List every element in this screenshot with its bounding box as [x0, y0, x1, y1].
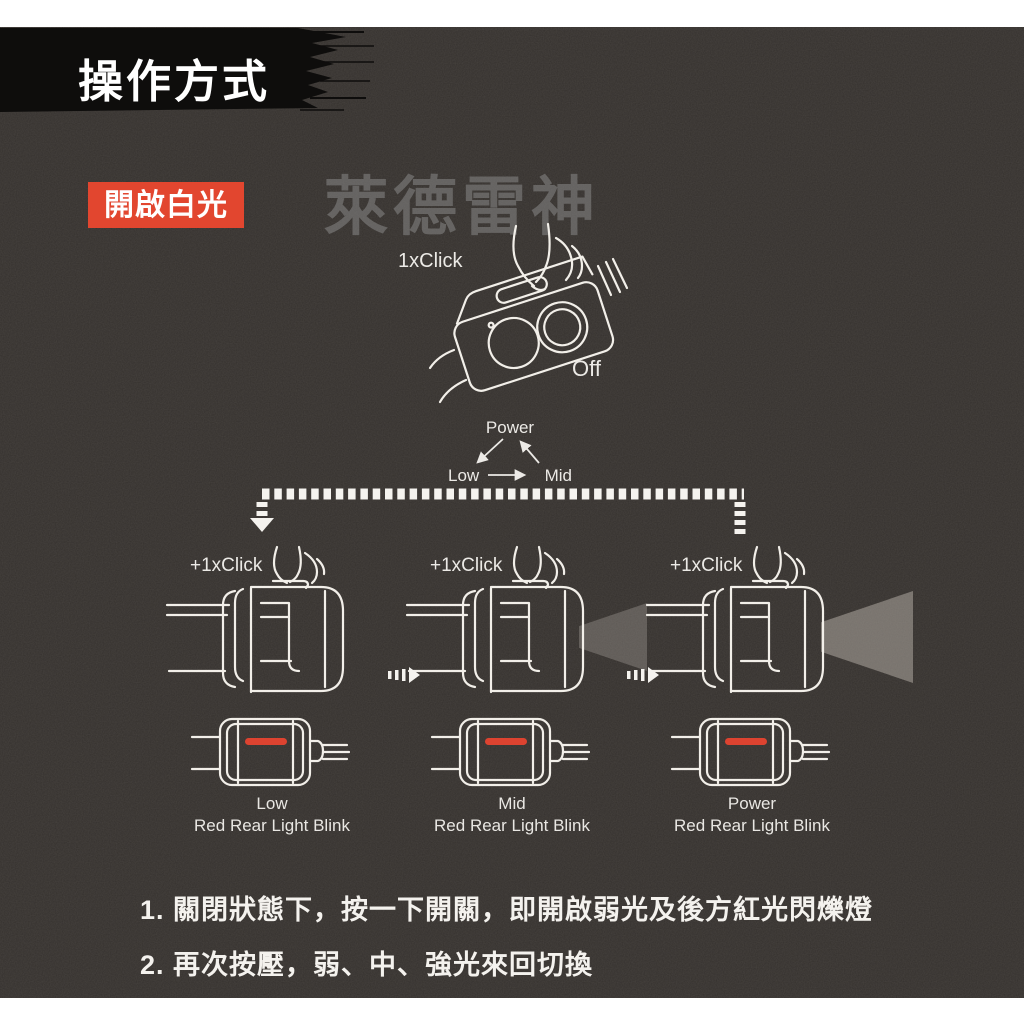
rear-blink-label: Red Rear Light Blink	[674, 816, 830, 835]
transition-arrow-icon	[627, 667, 659, 683]
red-blink-stripe	[725, 738, 767, 745]
side-light-illustration	[165, 545, 345, 694]
transition-arrow-icon	[388, 667, 420, 683]
step-caption: Mid Red Rear Light Blink	[412, 793, 612, 837]
side-light-illustration	[405, 545, 585, 694]
cycle-arrows	[476, 438, 540, 481]
plus-one-click-label: +1xClick	[670, 555, 743, 576]
step-low: +1xClick Low Red Rear Light Blink	[165, 545, 435, 855]
page-title: 操作方式	[78, 56, 271, 107]
instruction-line-2: 2. 再次按壓，弱、中、強光來回切換	[140, 950, 594, 980]
front-light-illustration	[428, 222, 629, 404]
plus-one-click-label: +1xClick	[190, 555, 263, 576]
mode-label: Power	[727, 794, 777, 813]
step-caption: Low Red Rear Light Blink	[172, 793, 372, 837]
click-once-label: 1xClick	[398, 250, 463, 272]
brush-banner	[0, 28, 374, 112]
red-blink-stripe	[245, 738, 287, 745]
plus-one-click-label: +1xClick	[430, 555, 503, 576]
rear-light-illustration	[430, 717, 590, 787]
off-state-label: Off	[572, 356, 601, 381]
mode-label: Low	[256, 794, 288, 813]
instruction-line-1: 1. 關閉狀態下，按一下開關，即開啟弱光及後方紅光閃爍燈	[140, 895, 874, 925]
step-mid: +1xClick Mid Red Rear Light Blink	[405, 545, 675, 855]
white-light-badge: 開啟白光	[88, 182, 244, 228]
mode-label: Mid	[498, 794, 526, 813]
rear-blink-label: Red Rear Light Blink	[194, 816, 350, 835]
rear-light-illustration	[670, 717, 830, 787]
cycle-mid-label: Mid	[544, 466, 572, 485]
dashed-flow-connector	[250, 488, 746, 534]
cycle-low-label: Low	[448, 466, 480, 485]
step-caption: Power Red Rear Light Blink	[652, 793, 852, 837]
mode-cycle-diagram: Power Low Mid	[440, 418, 580, 486]
side-light-illustration	[645, 545, 825, 694]
rear-light-illustration	[190, 717, 350, 787]
down-arrowhead-icon	[250, 518, 274, 532]
rear-blink-label: Red Rear Light Blink	[434, 816, 590, 835]
red-blink-stripe	[485, 738, 527, 745]
step-power: +1xClick Power Red Rear Light Blink	[645, 545, 915, 855]
cycle-power-label: Power	[485, 418, 535, 437]
